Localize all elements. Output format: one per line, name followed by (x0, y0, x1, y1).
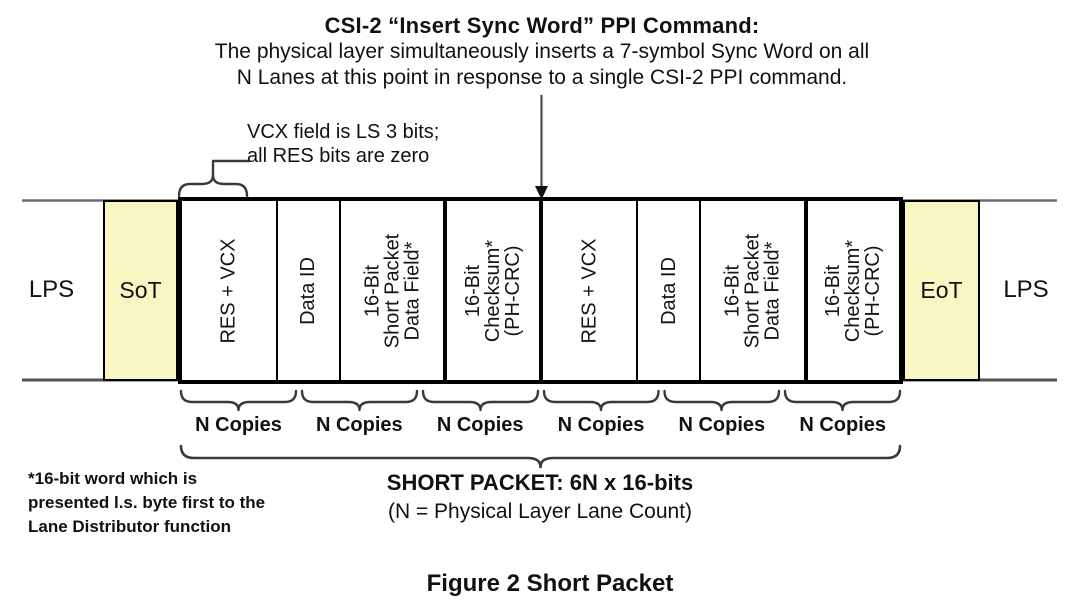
short-packet-box: RES + VCX Data ID 16-Bit Short Packet Da… (178, 197, 903, 384)
n-copies-label-4: N Copies (557, 414, 645, 436)
field-label: Short Packet (741, 233, 764, 348)
sot-label: SoT (119, 277, 162, 303)
field-label: Data ID (657, 256, 680, 325)
sync-word-arrow-icon (535, 95, 548, 200)
n-copies-braces-icon (179, 389, 902, 412)
footnote-line-1: *16-bit word which is (28, 469, 198, 488)
figure-caption: Figure 2 Short Packet (426, 570, 674, 597)
sot-box: SoT (103, 200, 178, 381)
footnote-line-2: presented l.s. byte first to the (28, 493, 266, 512)
footnote-line-3: Lane Distributor function (28, 517, 232, 536)
field-label: 16-Bit (721, 264, 744, 317)
field-label: Data Field* (400, 241, 423, 340)
field-label: Data Field* (761, 241, 784, 340)
n-copies-label-5: N Copies (678, 414, 766, 436)
short-packet-summary: SHORT PACKET: 6N x 16-bits (N = Physical… (240, 470, 840, 524)
short-packet-brace-icon (179, 444, 902, 469)
field-res-vcx-1: RES + VCX (182, 201, 278, 380)
ppi-command-desc-2: N Lanes at this point in response to a s… (236, 66, 848, 89)
eot-label: EoT (920, 277, 963, 303)
figure-title-block: CSI-2 “Insert Sync Word” PPI Command: Th… (0, 12, 1084, 91)
asterisk-footnote: *16-bit word which is presented l.s. byt… (28, 467, 265, 539)
field-label: Data ID (297, 256, 320, 325)
field-label: Short Packet (380, 233, 403, 348)
n-copies-label-6: N Copies (799, 414, 887, 436)
field-data-field-1: 16-Bit Short Packet Data Field* (341, 201, 448, 380)
field-checksum-2: 16-Bit Checksum* (PH-CRC) (808, 201, 899, 380)
field-label: (PH-CRC) (501, 244, 524, 337)
n-copies-label-1: N Copies (195, 414, 282, 436)
vcx-brace-icon (177, 159, 251, 198)
packet-copy-group-1: RES + VCX Data ID 16-Bit Short Packet Da… (182, 201, 543, 380)
field-res-vcx-2: RES + VCX (543, 201, 639, 380)
field-label: 16-Bit (360, 264, 383, 317)
field-checksum-1: 16-Bit Checksum* (PH-CRC) (447, 201, 538, 380)
field-data-field-2: 16-Bit Short Packet Data Field* (701, 201, 808, 380)
eot-box: EoT (903, 200, 980, 381)
vcx-annotation-line-1: VCX field is LS 3 bits; (247, 121, 440, 143)
n-copies-label-2: N Copies (315, 414, 403, 436)
ppi-command-title: CSI-2 “Insert Sync Word” PPI Command: (324, 13, 760, 38)
packet-copy-group-2: RES + VCX Data ID 16-Bit Short Packet Da… (543, 201, 900, 380)
lps-label-right: LPS (1003, 276, 1049, 303)
ppi-command-desc-1: The physical layer simultaneously insert… (214, 40, 870, 63)
field-label: 16-Bit (461, 264, 484, 317)
field-label: RES + VCX (217, 237, 240, 344)
field-label: 16-Bit (822, 264, 845, 317)
field-label: RES + VCX (578, 237, 601, 344)
n-copies-label-3: N Copies (436, 414, 524, 436)
lane-count-note: (N = Physical Layer Lane Count) (387, 500, 693, 523)
field-data-id-1: Data ID (278, 201, 341, 380)
field-label: (PH-CRC) (862, 244, 885, 337)
vcx-annotation-line-2: all RES bits are zero (247, 145, 430, 167)
field-label: Checksum* (842, 239, 865, 342)
short-packet-size-label: SHORT PACKET: 6N x 16-bits (386, 470, 694, 495)
lps-label-left: LPS (28, 276, 75, 303)
field-data-id-2: Data ID (638, 201, 702, 380)
field-label: Checksum* (481, 239, 504, 342)
vcx-annotation: VCX field is LS 3 bits; all RES bits are… (247, 120, 439, 168)
